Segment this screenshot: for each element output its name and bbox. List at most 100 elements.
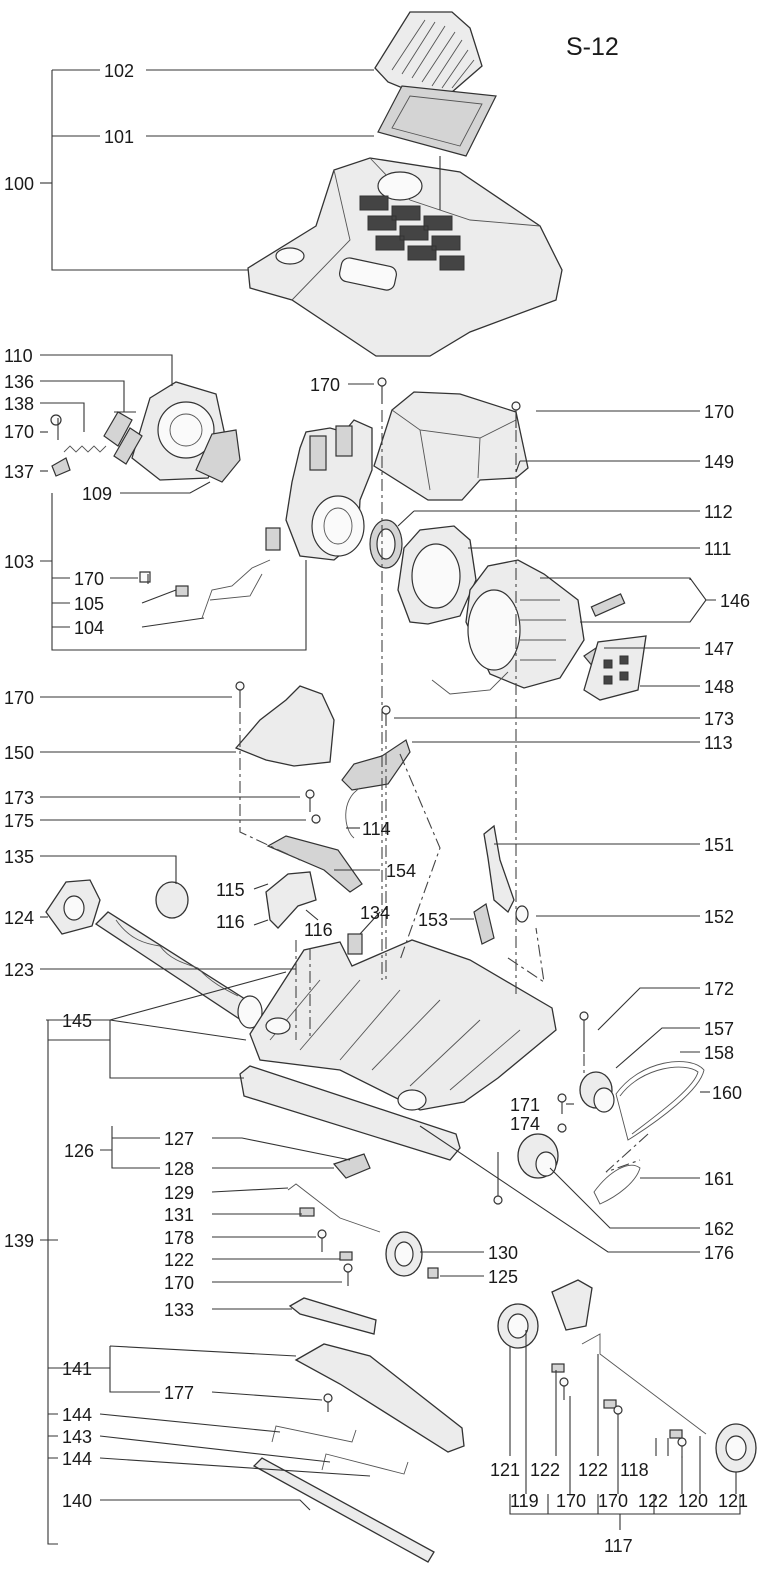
part-140-strip [252,1457,435,1563]
part-151-arm [483,824,515,914]
callout-119: 119 [510,1491,539,1511]
callout-173-a: 173 [704,709,734,729]
callout-136: 136 [4,372,34,392]
part-103-fan-housing [285,419,373,561]
callout-137: 137 [4,462,34,482]
part-105-clip [175,585,189,597]
part-130-wheel [385,1231,423,1277]
part-143-wire-clip [271,1425,409,1475]
callout-150: 150 [4,743,34,763]
callout-162: 162 [704,1219,734,1239]
part-100-hood [247,157,563,357]
callout-114: 114 [362,819,391,839]
callout-131: 131 [164,1205,194,1225]
callout-120: 120 [678,1491,708,1511]
part-148-cover-plate [583,635,647,701]
callout-139: 139 [4,1231,34,1251]
callout-161: 161 [704,1169,734,1189]
callout-170-b: 170 [74,569,104,589]
callout-144-a: 144 [62,1405,92,1425]
callout-122-a: 122 [164,1250,194,1270]
callout-115: 115 [216,880,245,900]
part-115-pedal [265,871,317,929]
part-154-plate [266,835,363,893]
callout-128: 128 [164,1159,194,1179]
callout-153: 153 [418,910,448,930]
part-104-wiring [201,559,271,619]
callout-151: 151 [704,835,734,855]
callout-170-e: 170 [4,688,34,708]
part-145-base [249,939,557,1111]
callout-149: 149 [704,452,734,472]
callout-116-a: 116 [216,912,245,932]
part-157-pulley [579,1071,615,1113]
part-128-latch [332,1153,371,1179]
callout-100: 100 [4,174,34,194]
callout-126: 126 [64,1141,94,1161]
part-134-switch [347,933,363,955]
callout-121-b: 121 [718,1491,748,1511]
part-119-wheel-bracket [497,1279,593,1349]
callout-111: 111 [704,539,731,559]
part-160-belt [615,1061,705,1141]
callout-147: 147 [704,639,734,659]
part-146-motor [431,559,626,695]
part-118-axle [581,1333,707,1435]
callout-170-h: 170 [598,1491,628,1511]
callout-152: 152 [704,907,734,927]
callout-116-b: 116 [304,920,333,940]
part-150-bracket [234,685,335,767]
part-149-motor-cover [373,391,529,501]
part-162-gear-pulley [517,1133,559,1179]
callout-101: 101 [104,127,134,147]
callout-176: 176 [704,1243,734,1263]
part-136-clips [103,411,143,465]
callout-103: 103 [4,552,34,572]
part-114-cable [345,787,361,839]
part-drawings [45,11,757,1563]
assembly-lines [239,410,649,1173]
callout-113: 113 [704,733,733,753]
callout-135: 135 [4,847,34,867]
part-153-lever [473,903,495,945]
callout-143: 143 [62,1427,92,1447]
callout-141: 141 [62,1359,92,1379]
callout-134: 134 [360,903,390,923]
callout-124: 124 [4,908,34,928]
callout-140: 140 [62,1491,92,1511]
part-126-bumper [239,1065,461,1161]
callout-144-b: 144 [62,1449,92,1469]
callout-123: 123 [4,960,34,980]
callout-174: 174 [510,1114,540,1134]
callout-170-a: 170 [4,422,34,442]
callout-133: 133 [164,1300,194,1320]
part-112-ring [369,519,403,569]
part-135-bearing [155,881,189,919]
part-123-brush-roll [94,911,263,1029]
callout-177: 177 [164,1383,194,1403]
part-161-belt [593,1164,641,1205]
part-141-sole-plate [294,1343,465,1453]
callout-125: 125 [488,1267,518,1287]
part-138-spring [63,445,107,453]
callout-105: 105 [74,594,104,614]
part-125-clip [427,1267,439,1279]
callout-122-b: 122 [530,1460,560,1480]
leader-lines [40,69,741,1545]
callout-172: 172 [704,979,734,999]
callout-157: 157 [704,1019,734,1039]
callout-158: 158 [704,1043,734,1063]
callout-122-c: 122 [578,1460,608,1480]
callout-146: 146 [720,591,750,611]
part-113-switch-bracket [341,739,411,791]
callout-121-a: 121 [490,1460,520,1480]
callout-170-g: 170 [556,1491,586,1511]
part-129-rod [287,1183,381,1233]
callout-labels: S-12 102 101 100 110 136 138 170 137 109… [4,33,750,1556]
callout-170-d: 170 [704,402,734,422]
callout-175: 175 [4,811,34,831]
part-101-filter [377,85,497,157]
callout-104: 104 [74,618,104,638]
callout-110: 110 [4,346,33,366]
